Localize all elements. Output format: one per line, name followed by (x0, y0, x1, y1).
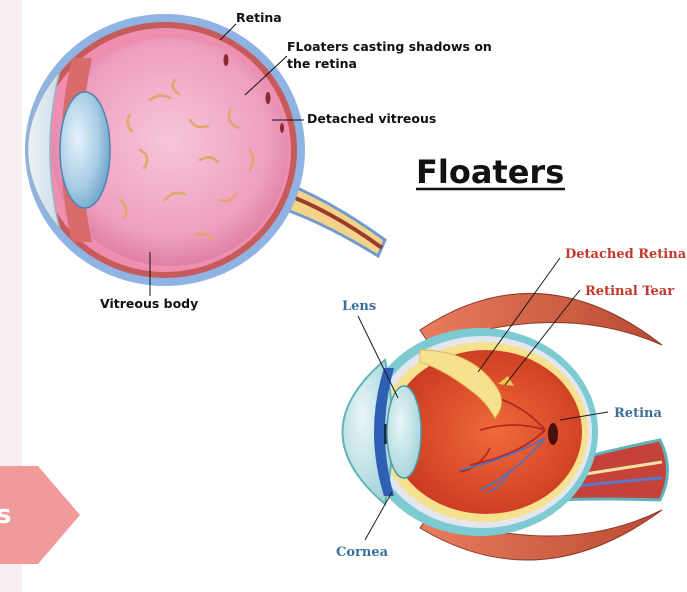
left-panel-edge (0, 0, 22, 592)
top-eye-diagram: Retina FLoaters casting shadows on the r… (25, 10, 492, 311)
label-retinal-tear: Retinal Tear (585, 284, 674, 299)
top-leader-lines (149, 23, 304, 296)
lens-top (59, 91, 111, 209)
label-detached-vitreous: Detached vitreous (307, 111, 436, 126)
side-tab[interactable]: s (0, 466, 80, 564)
label-cornea: Cornea (336, 545, 389, 560)
side-tab-label: s (0, 500, 11, 530)
label-vitreous-body: Vitreous body (100, 296, 198, 311)
detached-retina-flap (419, 349, 502, 419)
vitreous-body-shape (52, 38, 288, 266)
vessels-blue (459, 437, 546, 493)
page-title: Floaters (416, 153, 564, 191)
label-floaters-line2: the retina (287, 56, 357, 71)
floaters (118, 78, 255, 241)
optic-disc (548, 423, 558, 445)
retinal-tear-mark (498, 376, 514, 386)
label-lens: Lens (342, 299, 376, 314)
bottom-leader-lines (357, 257, 609, 541)
floater-shadows (223, 54, 284, 133)
upper-muscle (419, 292, 663, 346)
label-detached-retina: Detached Retina (565, 247, 687, 262)
cornea-top (26, 69, 61, 231)
bottom-eye-diagram: Lens Cornea Detached Retina Retinal Tear… (336, 247, 687, 561)
label-retina-bottom: Retina (614, 406, 662, 421)
label-floaters-line1: FLoaters casting shadows on (287, 39, 492, 54)
vitreous-bottom (390, 350, 582, 514)
lens-bottom (386, 385, 422, 479)
label-retina-top: Retina (236, 10, 282, 25)
